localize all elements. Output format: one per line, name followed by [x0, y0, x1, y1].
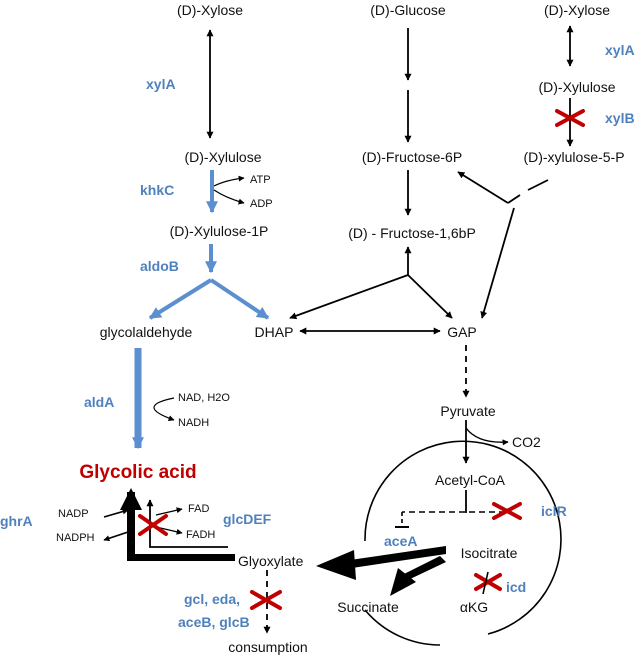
enzyme-alda: aldA [84, 394, 114, 410]
arrow-atp [213, 175, 245, 187]
label-xylulose-left: (D)-Xylulose [184, 149, 261, 165]
arrow-junction-f6p [457, 171, 509, 204]
icd-slash [482, 571, 489, 595]
label-xylulose-right: (D)-Xylulose [538, 79, 615, 95]
tca-cycle-arc [364, 440, 562, 635]
label-glycolaldehyde: glycolaldehyde [100, 324, 193, 340]
arrow-junction-dhap [289, 274, 409, 320]
label-co2: CO2 [512, 434, 541, 450]
label-xylose-right: (D)-Xylose [544, 2, 610, 18]
label-akg: αKG [460, 599, 488, 615]
label-pyruvate: Pyruvate [440, 403, 495, 419]
label-xylulose-5p: (D)-xylulose-5-P [523, 149, 624, 165]
enzyme-glcdef: glcDEF [223, 511, 272, 527]
label-fructose-6p: (D)-Fructose-6P [362, 149, 462, 165]
enzyme-iclr: iclR [541, 503, 567, 519]
enzyme-xyla-left: xylA [146, 76, 176, 92]
tca-cycle-lower-arc [364, 609, 441, 646]
arrow-x5p-junction [527, 179, 549, 191]
label-glucose: (D)-Glucose [370, 2, 446, 18]
arrow-acea-succinate-head [390, 568, 416, 596]
arrow-junction-gap [407, 274, 453, 319]
knockout-consumption-icon [250, 590, 282, 610]
enzyme-acea: aceA [384, 533, 417, 549]
label-succinate: Succinate [337, 599, 399, 615]
label-consumption: consumption [228, 639, 307, 655]
knockout-xylb-icon [555, 109, 585, 127]
arrow-ghra-head [120, 488, 142, 510]
label-glyoxylate: Glyoxylate [238, 553, 304, 569]
label-nad-h2o: NAD, H2O [178, 392, 230, 404]
enzyme-icd: icd [506, 579, 526, 595]
label-acetyl-coa: Acetyl-CoA [435, 472, 506, 488]
arrow-fad [155, 507, 183, 516]
enzyme-khkc: khkC [140, 182, 174, 198]
enzyme-aldob: aldoB [140, 258, 179, 274]
enzyme-xyla-right: xylA [605, 42, 635, 58]
label-nadp: NADP [58, 508, 89, 520]
arrow-acea-glyoxylate [350, 546, 446, 568]
knockout-icd-icon [474, 573, 502, 591]
arrow-to-glycolaldehyde [148, 278, 213, 320]
arrow-nadp [103, 508, 129, 518]
enzyme-xylb: xylB [605, 110, 635, 126]
label-dhap: DHAP [255, 324, 294, 340]
label-fadh: FADH [186, 529, 215, 541]
arrow-junction-gap-right [480, 207, 515, 319]
label-isocitrate: Isocitrate [461, 545, 518, 561]
label-xylulose-1p: (D)-Xylulose-1P [170, 223, 269, 239]
arrow-glcdef-path [146, 499, 228, 548]
label-adp: ADP [250, 198, 273, 210]
arrow-co2 [465, 427, 509, 446]
arrow-nad-nadh [153, 397, 175, 422]
arrow-acea-succinate [404, 556, 446, 580]
label-fad: FAD [188, 503, 209, 515]
enzyme-gcl-eda: gcl, eda, [184, 591, 240, 607]
arrow-x5p-junction-b [507, 194, 521, 204]
label-fructose-16bp: (D) - Fructose-1,6bP [348, 225, 476, 241]
arrow-adp [213, 189, 245, 205]
label-nadh: NADH [178, 417, 209, 429]
label-glycolic-acid: Glycolic acid [79, 462, 196, 483]
enzyme-ghra: ghrA [0, 513, 33, 529]
enzyme-aceb-glcb: aceB, glcB [178, 614, 250, 630]
arrow-to-dhap-blue [209, 278, 270, 320]
label-gap: GAP [447, 324, 477, 340]
label-atp: ATP [250, 174, 271, 186]
arrow-nadph [103, 531, 129, 542]
knockout-glcdef-icon [138, 514, 168, 536]
label-nadph: NADPH [56, 532, 95, 544]
arrow-acea-glyoxylate-head [316, 550, 356, 580]
label-xylose-left: (D)-Xylose [177, 2, 243, 18]
arrow-ghra-path [127, 492, 235, 561]
knockout-iclr-icon [492, 502, 522, 520]
